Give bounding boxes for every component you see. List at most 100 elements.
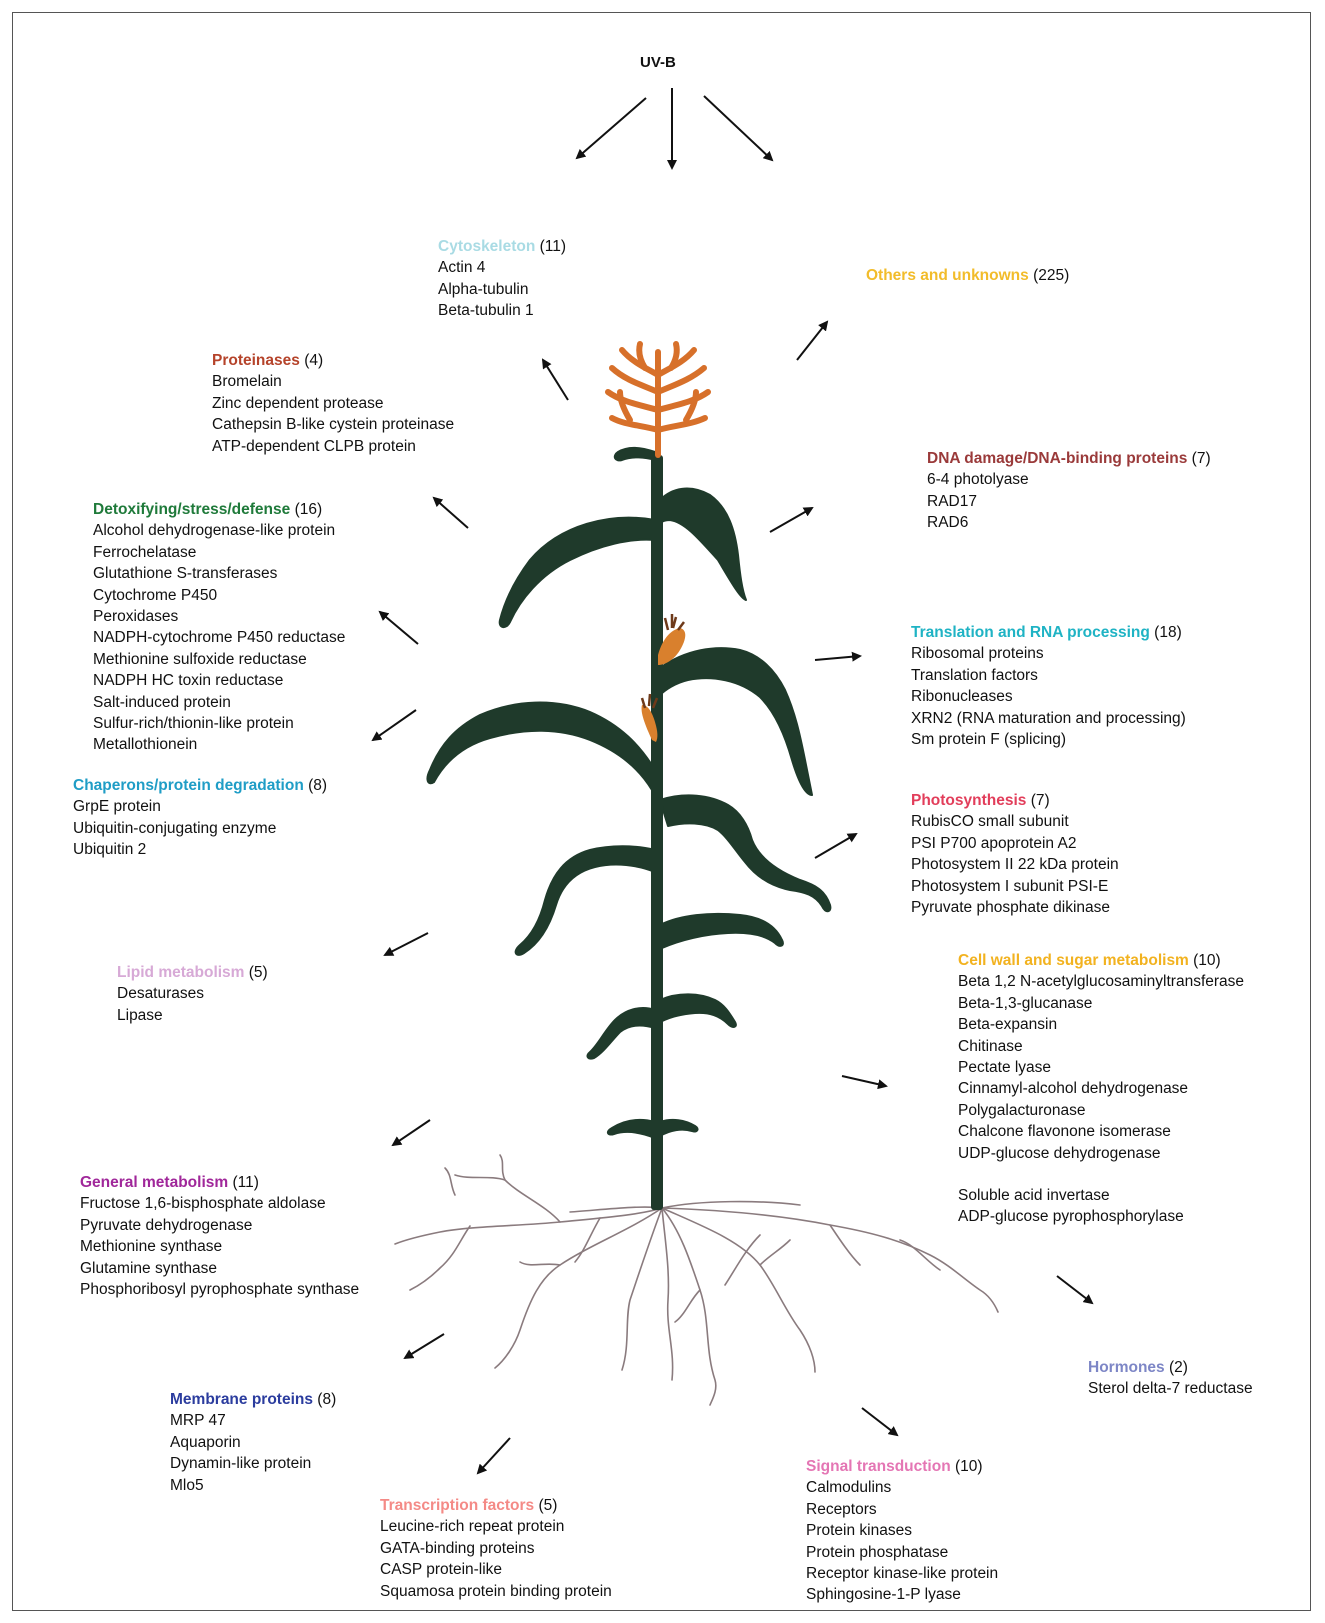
group-title: Translation and RNA processing (18)	[911, 622, 1186, 643]
group-cellwall: Cell wall and sugar metabolism (10)Beta …	[958, 950, 1244, 1228]
group-item: XRN2 (RNA maturation and processing)	[911, 708, 1186, 729]
group-item: NADPH HC toxin reductase	[93, 670, 345, 691]
group-item: Lipase	[117, 1005, 268, 1026]
group-item: 6-4 photolyase	[927, 469, 1211, 490]
group-item: UDP-glucose dehydrogenase	[958, 1143, 1244, 1164]
tassel	[608, 344, 708, 455]
group-item: Sphingosine-1-P lyase	[806, 1584, 998, 1605]
group-count: (5)	[534, 1497, 557, 1514]
group-item: Methionine synthase	[80, 1236, 359, 1257]
group-title-text: Photosynthesis	[911, 792, 1026, 809]
group-item: Cytochrome P450	[93, 585, 345, 606]
group-title: Cytoskeleton (11)	[438, 236, 566, 257]
arrow-proteinases	[434, 498, 468, 528]
group-item: Actin 4	[438, 257, 566, 278]
group-item: Protein phosphatase	[806, 1542, 998, 1563]
group-title-text: Transcription factors	[380, 1497, 534, 1514]
group-count: (7)	[1026, 792, 1049, 809]
group-item: Alpha-tubulin	[438, 279, 566, 300]
group-lipid: Lipid metabolism (5)DesaturasesLipase	[117, 962, 268, 1026]
arrow-dna	[770, 508, 812, 532]
group-item: Protein kinases	[806, 1520, 998, 1541]
arrow-photosynthesis	[815, 834, 856, 858]
group-item: Desaturases	[117, 983, 268, 1004]
group-item: Ribosomal proteins	[911, 643, 1186, 664]
group-item: Cinnamyl-alcohol dehydrogenase	[958, 1078, 1244, 1099]
group-item: Ubiquitin 2	[73, 839, 327, 860]
uvb-arrow-right	[704, 96, 772, 160]
group-item: Metallothionein	[93, 734, 345, 755]
group-item: Methionine sulfoxide reductase	[93, 649, 345, 670]
group-count: (8)	[313, 1391, 336, 1408]
group-item: Aquaporin	[170, 1432, 336, 1453]
arrow-signal	[862, 1408, 897, 1435]
group-title-text: Signal transduction	[806, 1458, 951, 1475]
arrow-others	[797, 322, 827, 360]
group-count: (10)	[951, 1458, 983, 1475]
group-title: Lipid metabolism (5)	[117, 962, 268, 983]
group-item: MRP 47	[170, 1410, 336, 1431]
group-title-text: Detoxifying/stress/defense	[93, 501, 290, 518]
group-item: Dynamin-like protein	[170, 1453, 336, 1474]
group-title-text: General metabolism	[80, 1174, 228, 1191]
group-title: General metabolism (11)	[80, 1172, 359, 1193]
arrow-general	[393, 1120, 430, 1145]
group-title: Signal transduction (10)	[806, 1456, 998, 1477]
group-title: Transcription factors (5)	[380, 1495, 612, 1516]
arrow-transcription	[478, 1438, 510, 1473]
group-count: (16)	[290, 501, 322, 518]
group-title-text: Hormones	[1088, 1359, 1165, 1376]
group-item: RubisCO small subunit	[911, 811, 1119, 832]
group-item: Squamosa protein binding protein	[380, 1581, 612, 1602]
arrow-hormones	[1057, 1276, 1092, 1303]
group-item: ADP-glucose pyrophosphorylase	[958, 1206, 1244, 1227]
arrow-detox	[380, 612, 418, 644]
group-title: Cell wall and sugar metabolism (10)	[958, 950, 1244, 971]
arrow-chaperons	[373, 710, 416, 740]
group-title-text: Translation and RNA processing	[911, 624, 1150, 641]
group-item: PSI P700 apoprotein A2	[911, 833, 1119, 854]
group-item: Cathepsin B-like cystein proteinase	[212, 414, 454, 435]
group-item: Photosystem I subunit PSI-E	[911, 876, 1119, 897]
uvb-arrow-left	[577, 98, 646, 158]
group-item: Translation factors	[911, 665, 1186, 686]
group-count: (11)	[228, 1174, 259, 1191]
group-item: Chalcone flavonone isomerase	[958, 1121, 1244, 1142]
group-title: Photosynthesis (7)	[911, 790, 1119, 811]
group-chaperons: Chaperons/protein degradation (8)GrpE pr…	[73, 775, 327, 861]
group-title: Others and unknowns (225)	[866, 265, 1069, 286]
group-count: (5)	[244, 964, 267, 981]
group-item: Beta-expansin	[958, 1014, 1244, 1035]
group-item: Chitinase	[958, 1036, 1244, 1057]
group-item: Ubiquitin-conjugating enzyme	[73, 818, 327, 839]
group-item: Soluble acid invertase	[958, 1185, 1244, 1206]
group-item: Sterol delta-7 reductase	[1088, 1378, 1253, 1399]
group-title: Chaperons/protein degradation (8)	[73, 775, 327, 796]
stalk	[651, 455, 663, 1210]
group-item: Beta-tubulin 1	[438, 300, 566, 321]
arrow-lipid	[385, 933, 428, 955]
group-item: Pyruvate phosphate dikinase	[911, 897, 1119, 918]
group-item: Zinc dependent protease	[212, 393, 454, 414]
group-item: Pectate lyase	[958, 1057, 1244, 1078]
group-item: Ribonucleases	[911, 686, 1186, 707]
group-item: Leucine-rich repeat protein	[380, 1516, 612, 1537]
group-count: (4)	[300, 352, 323, 369]
group-title: Membrane proteins (8)	[170, 1389, 336, 1410]
group-count: (7)	[1187, 450, 1210, 467]
group-item: RAD6	[927, 512, 1211, 533]
group-title-text: Chaperons/protein degradation	[73, 777, 304, 794]
group-item: Ferrochelatase	[93, 542, 345, 563]
group-item: Pyruvate dehydrogenase	[80, 1215, 359, 1236]
group-count: (8)	[304, 777, 327, 794]
uv-b-label: UV-B	[640, 54, 676, 71]
group-item: Photosystem II 22 kDa protein	[911, 854, 1119, 875]
group-count: (10)	[1189, 952, 1221, 969]
group-item: Salt-induced protein	[93, 692, 345, 713]
group-item: Receptors	[806, 1499, 998, 1520]
group-title-text: Membrane proteins	[170, 1391, 313, 1408]
